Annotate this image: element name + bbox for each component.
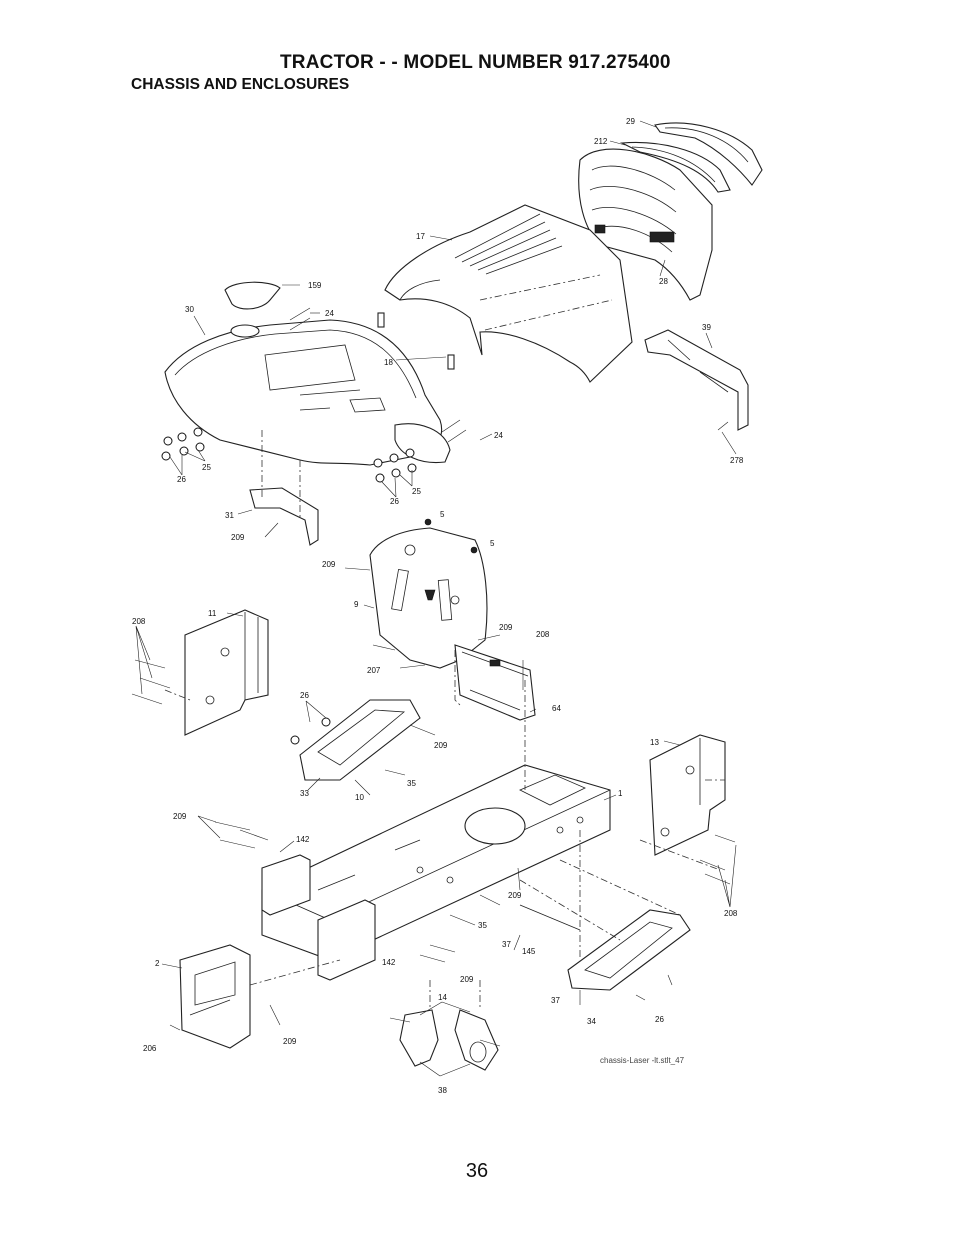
callout-24-right: 24 [494, 431, 503, 440]
hood-bracket-part [644, 329, 749, 431]
callout-10: 10 [355, 793, 364, 802]
callout-35-frame: 35 [478, 921, 487, 930]
dash-support-part [249, 487, 319, 546]
callout-30: 30 [185, 305, 194, 314]
callout-208-plate: 208 [536, 630, 550, 639]
callout-209-bracket: 209 [231, 533, 245, 542]
callout-209-footrest: 209 [434, 741, 448, 750]
callout-1: 1 [618, 789, 623, 798]
callout-33: 33 [300, 789, 309, 798]
callout-212: 212 [594, 137, 608, 146]
assembly-lines [164, 430, 725, 1010]
callout-209-bumper: 209 [283, 1037, 297, 1046]
right-footrest-part [567, 909, 691, 991]
callout-159: 159 [308, 281, 322, 290]
callout-39: 39 [702, 323, 711, 332]
callout-34: 34 [587, 1017, 596, 1026]
callout-209-frame-left: 209 [173, 812, 187, 821]
main-frame-part [261, 764, 611, 961]
callout-209-plate: 209 [499, 623, 513, 632]
frame-front-plate-part [317, 899, 376, 981]
callout-145: 145 [522, 947, 536, 956]
callout-206: 206 [143, 1044, 157, 1053]
callout-26-left: 26 [177, 475, 186, 484]
callout-209-lower: 209 [460, 975, 474, 984]
left-footrest-part [299, 699, 421, 781]
callout-38: 38 [438, 1086, 447, 1095]
callout-9: 9 [354, 600, 359, 609]
callout-24-top: 24 [325, 309, 334, 318]
grille-trim-part [619, 122, 763, 193]
callout-17: 17 [416, 232, 425, 241]
callout-2: 2 [155, 959, 160, 968]
callout-14: 14 [438, 993, 447, 1002]
page-title: TRACTOR - - MODEL NUMBER 917.275400 [280, 52, 671, 73]
callout-209-tower: 209 [322, 560, 336, 569]
callout-29: 29 [626, 117, 635, 126]
left-side-panel-part [184, 609, 269, 736]
callout-64: 64 [552, 704, 561, 713]
callout-18: 18 [384, 358, 393, 367]
callout-25-right: 25 [412, 487, 421, 496]
hardware-fasteners [131, 307, 736, 1047]
callout-26-right: 26 [390, 497, 399, 506]
callout-11: 11 [208, 609, 217, 618]
front-grille-part [578, 148, 713, 301]
leader-lines [135, 120, 737, 1077]
callout-26-footrest: 26 [300, 691, 309, 700]
callout-208-left: 208 [132, 617, 146, 626]
right-side-panel-part [649, 734, 726, 856]
callout-208-right: 208 [724, 909, 738, 918]
callout-5-top: 5 [440, 510, 445, 519]
hood-part [384, 204, 633, 383]
dash-panel-part [164, 281, 451, 466]
pedal-plate-part [454, 644, 536, 721]
callout-31: 31 [225, 511, 234, 520]
callout-37-rod: 37 [502, 940, 511, 949]
callout-13: 13 [650, 738, 659, 747]
callout-278: 278 [730, 456, 744, 465]
lower-brackets-part [399, 1009, 499, 1071]
callout-26-right-footrest: 26 [655, 1015, 664, 1024]
callout-142-lower: 142 [382, 958, 396, 967]
page-number: 36 [465, 1160, 489, 1182]
callout-25-left: 25 [202, 463, 211, 472]
callout-35-footrest: 35 [407, 779, 416, 788]
callout-5-lower: 5 [490, 539, 495, 548]
front-bumper-bracket-part [179, 944, 251, 1049]
drawing-id: chassis-Laser -lt.stlt_47 [600, 1056, 685, 1065]
rod-part [519, 904, 581, 931]
callout-37-footrest: 37 [551, 996, 560, 1005]
callout-28: 28 [659, 277, 668, 286]
callout-142-top: 142 [296, 835, 310, 844]
frame-bracket-part [261, 854, 311, 916]
section-subtitle: CHASSIS AND ENCLOSURES [131, 76, 350, 93]
dash-tower-part [369, 527, 488, 669]
callout-207: 207 [367, 666, 381, 675]
callout-209-frame-center: 209 [508, 891, 522, 900]
